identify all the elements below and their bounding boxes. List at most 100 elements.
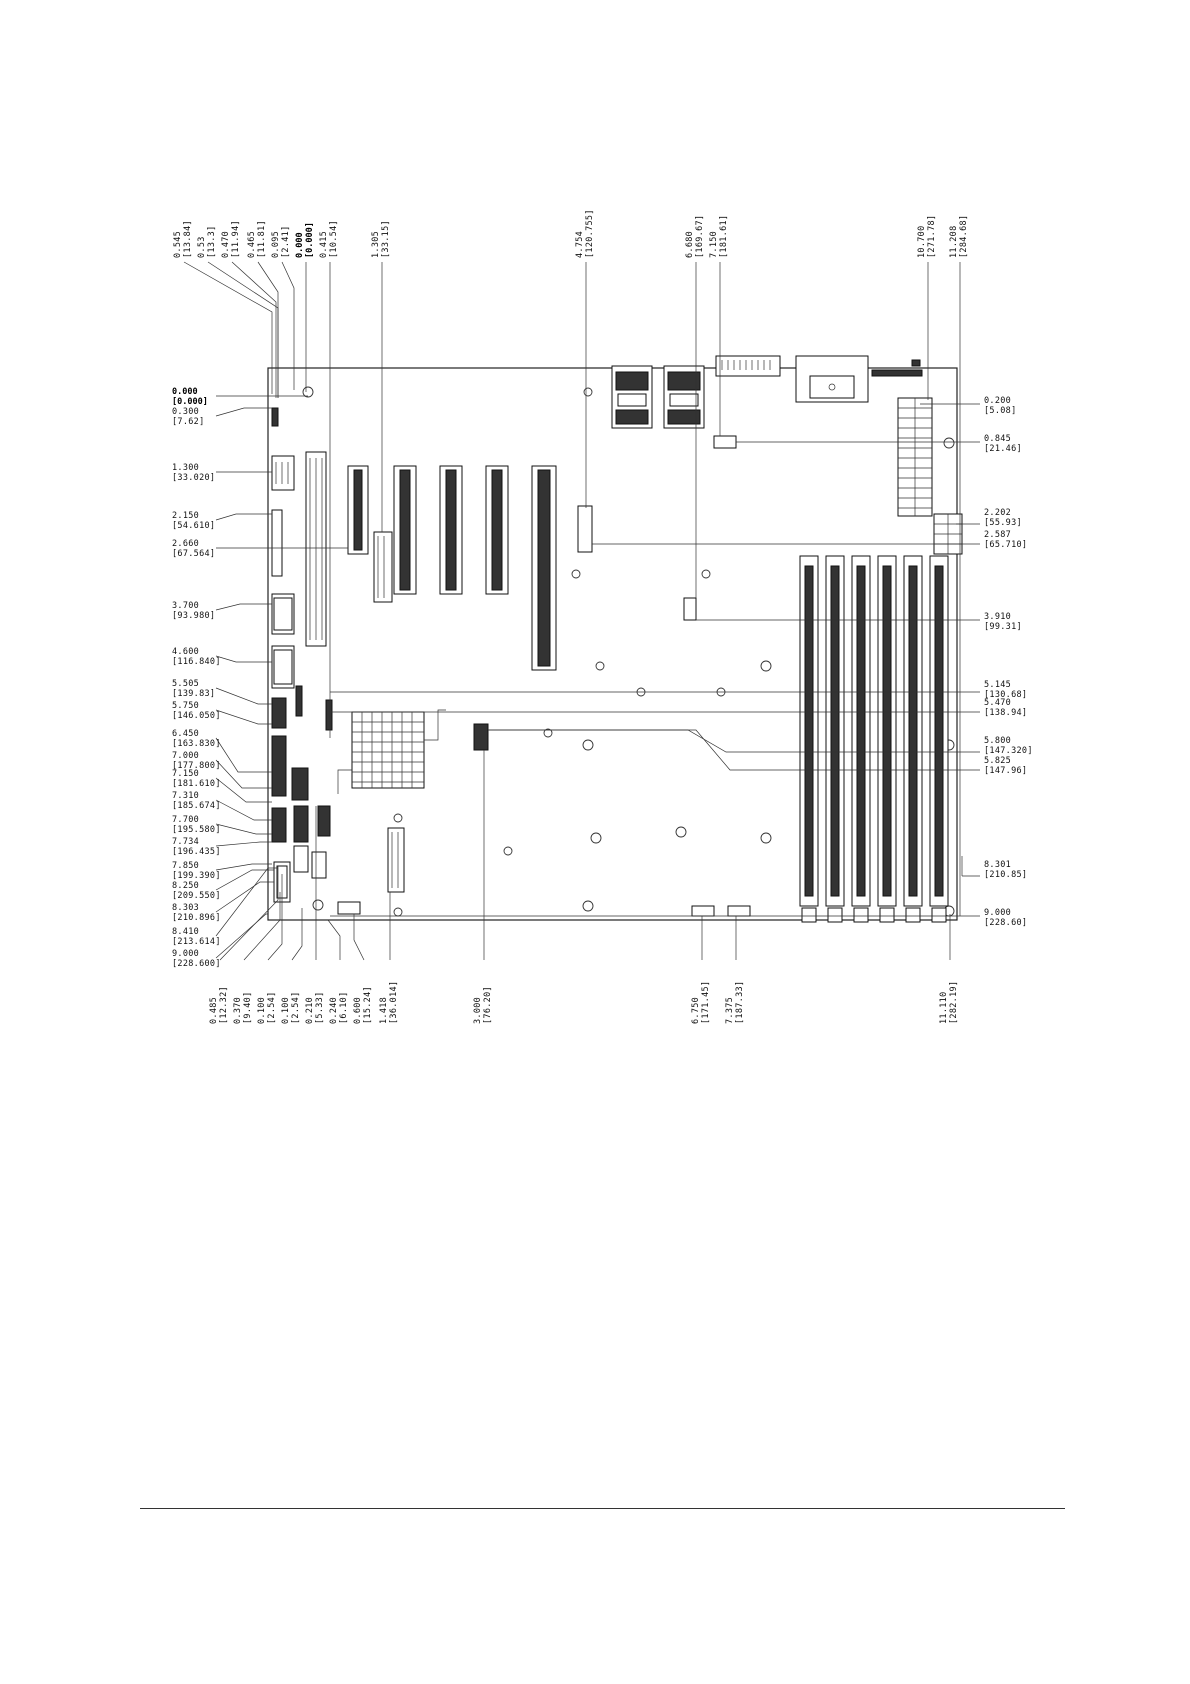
dimension-label: 1.418 xyxy=(379,997,389,1024)
mounting-holes xyxy=(302,386,955,917)
dimension-label: [187.33] xyxy=(735,981,745,1024)
dimension-label: 0.100 xyxy=(281,997,291,1024)
dimension-label: 0.210 xyxy=(305,997,315,1024)
dimension-label: [195.580] xyxy=(172,825,221,835)
header xyxy=(691,905,715,917)
atx-power-connector xyxy=(897,397,933,517)
dimension-label: [12.32] xyxy=(219,986,229,1024)
bottom-leaders xyxy=(219,750,951,961)
dimension-label: 9.000 xyxy=(172,949,199,959)
right-leaders xyxy=(330,403,980,917)
dimension-label: 3.910 xyxy=(984,612,1011,622)
mounting-hole xyxy=(583,387,593,397)
dimension-label: [169.67] xyxy=(695,215,705,258)
dimension-label: 7.150 xyxy=(172,769,199,779)
dimension-label: [213.614] xyxy=(172,937,221,947)
dimension-label: 0.845 xyxy=(984,434,1011,444)
bottom-dimension-labels: 0.485[12.32]0.370[9.40]0.100[2.54]0.100[… xyxy=(209,981,959,1024)
dimension-label: 1.305 xyxy=(371,231,381,258)
dimension-label: 5.145 xyxy=(984,680,1011,690)
dimension-label: 1.300 xyxy=(172,463,199,473)
dimension-label: [6.10] xyxy=(339,991,349,1024)
dimension-label: [0.000] xyxy=(172,397,208,407)
small-connector xyxy=(577,505,593,553)
dimension-label: [54.610] xyxy=(172,521,215,531)
mounting-hole xyxy=(543,728,553,738)
mounting-hole xyxy=(302,386,314,398)
dimension-label: [2.54] xyxy=(267,991,277,1024)
dimension-label: [10.54] xyxy=(329,220,339,258)
dimension-label: 5.505 xyxy=(172,679,199,689)
dimension-label: [199.390] xyxy=(172,871,221,881)
dimension-label: 2.150 xyxy=(172,511,199,521)
top-dimension-labels: 0.545[13.84]0.53[13.3]0.470[11.94]0.465[… xyxy=(173,209,969,258)
dimension-label: 0.240 xyxy=(329,997,339,1024)
dimension-label: 0.470 xyxy=(221,231,231,258)
mounting-hole xyxy=(582,739,594,751)
dimension-label: [130.68] xyxy=(984,690,1027,700)
dimension-label: 8.301 xyxy=(984,860,1011,870)
dimension-label: 0.370 xyxy=(233,997,243,1024)
mounting-hole xyxy=(393,907,403,917)
dimension-label: 5.750 xyxy=(172,701,199,711)
dimension-label: [120.755] xyxy=(585,209,595,258)
dimension-label: 10.700 xyxy=(917,225,927,258)
dimension-label: 0.465 xyxy=(247,231,257,258)
dimension-label: [93.980] xyxy=(172,611,215,621)
dimension-label: 7.850 xyxy=(172,861,199,871)
mounting-hole xyxy=(571,569,581,579)
rear-io xyxy=(611,355,923,429)
dimension-label: [196.435] xyxy=(172,847,221,857)
riser-connector xyxy=(373,531,393,603)
dimension-label: 7.375 xyxy=(725,997,735,1024)
dimension-label: [67.564] xyxy=(172,549,215,559)
dimension-label: 0.095 xyxy=(271,231,281,258)
header xyxy=(713,435,737,449)
mounting-hole xyxy=(760,832,772,844)
dimension-label: [185.674] xyxy=(172,801,221,811)
dimension-label: 6.450 xyxy=(172,729,199,739)
dimension-label: [2.41] xyxy=(281,225,291,258)
dimension-label: 0.600 xyxy=(353,997,363,1024)
dimension-label: [177.800] xyxy=(172,761,221,771)
right-dimension-labels: 0.200[5.08]0.845[21.46]2.202[55.93]2.587… xyxy=(984,396,1033,928)
dimension-label: [147.96] xyxy=(984,766,1027,776)
dimension-label: [163.830] xyxy=(172,739,221,749)
dimension-label: 7.150 xyxy=(709,231,719,258)
mounting-hole xyxy=(393,813,403,823)
dimension-label: 0.300 xyxy=(172,407,199,417)
dimension-label: 0.485 xyxy=(209,997,219,1024)
dimension-label: [36.014] xyxy=(389,981,399,1024)
mounting-hole xyxy=(503,846,513,856)
dimension-label: [99.31] xyxy=(984,622,1022,632)
dimension-label: [147.320] xyxy=(984,746,1033,756)
dimm-slots xyxy=(799,555,949,923)
dimension-label: [5.33] xyxy=(315,991,325,1024)
dimension-label: 4.600 xyxy=(172,647,199,657)
dimension-label: 3.700 xyxy=(172,601,199,611)
dimension-label: [13.84] xyxy=(183,220,193,258)
dimension-label: 0.000 xyxy=(295,232,305,258)
dimension-label: [33.020] xyxy=(172,473,215,483)
dimension-label: [138.94] xyxy=(984,708,1027,718)
mounting-hole xyxy=(760,660,772,672)
dimension-label: 6.750 xyxy=(691,997,701,1024)
left-leaders xyxy=(215,395,348,959)
dimension-label: [0.000] xyxy=(305,222,315,258)
left-dimension-labels: 0.000[0.000]0.300[7.62]1.300[33.020]2.15… xyxy=(172,387,221,969)
dimension-label: [21.46] xyxy=(984,444,1022,454)
dimension-label: 5.470 xyxy=(984,698,1011,708)
dimension-label: [228.600] xyxy=(172,959,221,969)
dimension-label: 7.310 xyxy=(172,791,199,801)
dimension-label: [209.550] xyxy=(172,891,221,901)
dimension-label: 5.800 xyxy=(984,736,1011,746)
dimension-label: [65.710] xyxy=(984,540,1027,550)
dimension-label: 7.734 xyxy=(172,837,199,847)
dimension-label: 2.587 xyxy=(984,530,1011,540)
dimension-label: 3.000 xyxy=(473,997,483,1024)
dimension-label: 0.000 xyxy=(172,387,198,397)
dimension-label: 0.100 xyxy=(257,997,267,1024)
parallel-port xyxy=(715,355,781,377)
dimension-label: [55.93] xyxy=(984,518,1022,528)
